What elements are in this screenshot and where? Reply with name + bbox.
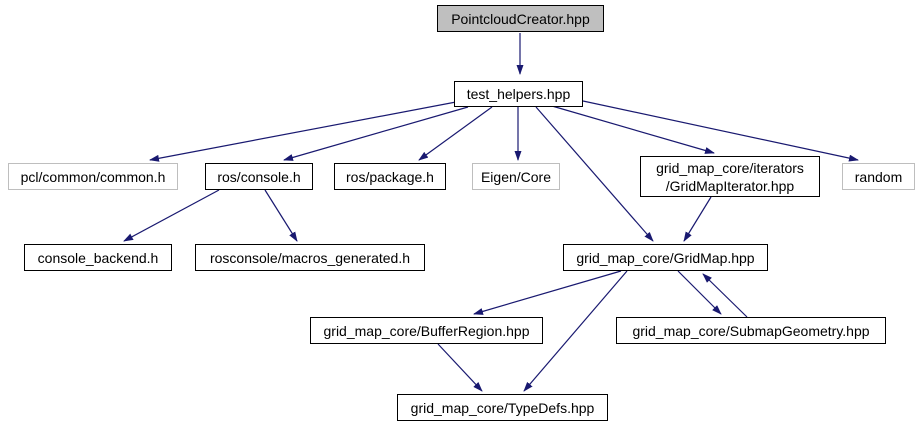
node-buffer-region[interactable]: grid_map_core/BufferRegion.hpp — [310, 317, 543, 344]
node-pointcloudcreator: PointcloudCreator.hpp — [437, 5, 604, 32]
node-eigen-core: Eigen/Core — [472, 163, 560, 190]
edge-buffer-region-to-typedefs — [437, 343, 483, 392]
edge-test-helpers-to-gridmap-iterator — [551, 105, 715, 154]
edge-ros-console-to-console-backend — [123, 189, 220, 242]
edge-ros-console-to-macros-generated — [264, 189, 298, 242]
edge-test-helpers-to-ros-package — [418, 106, 493, 161]
node-console-backend[interactable]: console_backend.h — [24, 244, 172, 271]
edge-submap-geometry-to-gridmap — [702, 273, 748, 318]
edge-gridmap-iterator-to-gridmap — [683, 196, 712, 242]
node-random: random — [842, 163, 915, 190]
node-test-helpers[interactable]: test_helpers.hpp — [454, 81, 583, 107]
node-ros-console[interactable]: ros/console.h — [205, 163, 313, 190]
edge-gridmap-to-buffer-region — [473, 270, 622, 315]
edge-test-helpers-to-ros-console — [283, 106, 469, 161]
node-ros-package[interactable]: ros/package.h — [334, 163, 446, 190]
node-pcl-common: pcl/common/common.h — [8, 163, 178, 190]
node-typedefs[interactable]: grid_map_core/TypeDefs.hpp — [397, 394, 608, 421]
edge-gridmap-to-submap-geometry — [677, 270, 722, 315]
node-submap-geometry[interactable]: grid_map_core/SubmapGeometry.hpp — [616, 317, 886, 344]
node-gridmap[interactable]: grid_map_core/GridMap.hpp — [563, 244, 768, 271]
node-macros-generated[interactable]: rosconsole/macros_generated.h — [195, 244, 425, 271]
edge-test-helpers-to-random — [582, 100, 859, 162]
node-gridmap-iterator[interactable]: grid_map_core/iterators /GridMapIterator… — [640, 156, 820, 197]
edge-test-helpers-to-pcl-common — [149, 101, 457, 162]
